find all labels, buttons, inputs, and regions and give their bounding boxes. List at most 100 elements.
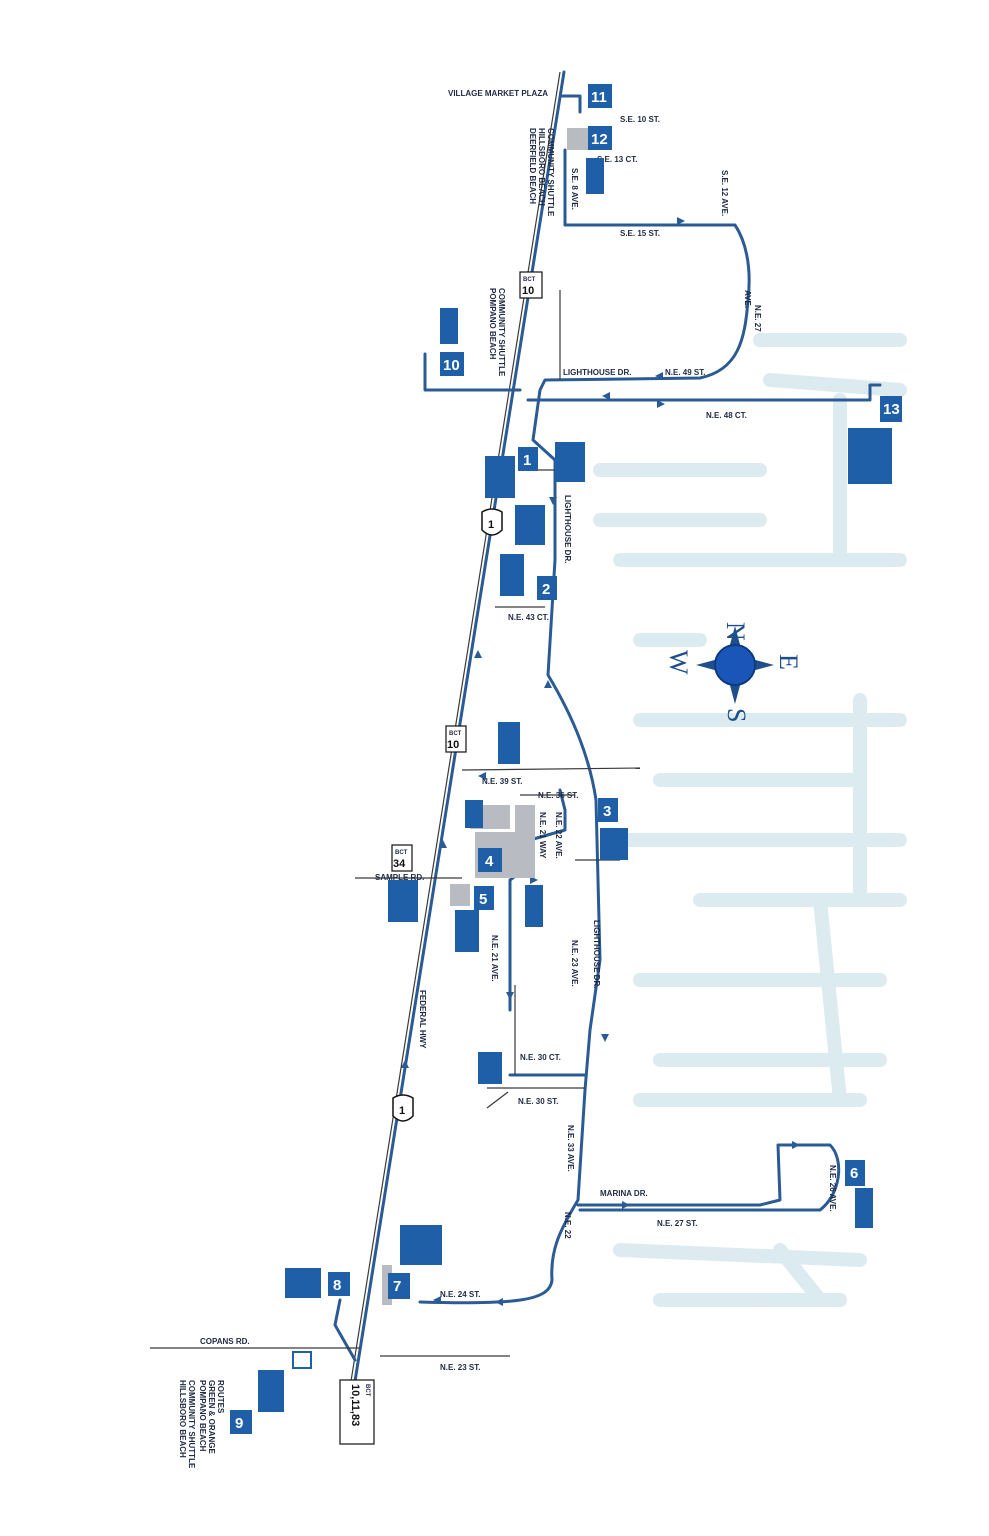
compass-n: N bbox=[721, 622, 750, 641]
pompano-bottom-route-label: POMPANO BEACH GREEN & ORANGE ROUTES bbox=[198, 1380, 225, 1454]
landmark-tag bbox=[485, 456, 515, 498]
copans-spur bbox=[333, 1298, 357, 1362]
se-8-ave-label: S.E. 8 AVE. bbox=[570, 168, 579, 210]
svg-text:HILLSBORO BEACH: HILLSBORO BEACH bbox=[537, 128, 546, 206]
village-market-spur bbox=[560, 94, 582, 114]
copans-rd-label: COPANS RD. bbox=[200, 1337, 250, 1346]
ne-27-ave-label-2: AVE. bbox=[743, 290, 752, 308]
compass-e: E bbox=[774, 654, 803, 670]
svg-text:HILLSBORO BEACH: HILLSBORO BEACH bbox=[178, 1380, 187, 1458]
svg-text:COMMUNITY SHUTTLE: COMMUNITY SHUTTLE bbox=[546, 128, 555, 217]
landmark-tag bbox=[258, 1370, 284, 1412]
svg-text:2: 2 bbox=[542, 581, 550, 598]
bct-shield-top: BCT 10 bbox=[519, 271, 543, 299]
ne-36-st-label: N.E. 36 ST. bbox=[538, 791, 578, 800]
compass-rose: N S E W bbox=[664, 622, 803, 722]
village-market-plaza-label: VILLAGE MARKET PLAZA bbox=[448, 89, 548, 98]
svg-text:5: 5 bbox=[479, 891, 487, 908]
landmark-tag bbox=[440, 308, 458, 344]
svg-text:BCT: BCT bbox=[395, 850, 408, 856]
stop-7[interactable]: 7 bbox=[388, 1273, 410, 1299]
se-10-st-label: S.E. 10 ST. bbox=[620, 115, 660, 124]
sample-rd-label: SAMPLE RD. bbox=[375, 873, 424, 882]
landmark-tag bbox=[285, 1268, 321, 1298]
svg-text:7: 7 bbox=[393, 1278, 401, 1295]
ne-30-st-label: N.E. 30 ST. bbox=[518, 1097, 558, 1106]
svg-text:1: 1 bbox=[523, 452, 531, 469]
marina-dr-loop bbox=[576, 1143, 841, 1212]
deerfield-route-label: DEERFIELD BEACH HILLSBORO BEACH COMMUNIT… bbox=[528, 128, 555, 217]
stop-4[interactable]: 4 bbox=[478, 848, 502, 872]
se-12-ave-label: S.E. 12 AVE. bbox=[720, 170, 729, 216]
landmark-tag bbox=[400, 1225, 442, 1265]
svg-text:11: 11 bbox=[591, 89, 607, 106]
ne-21-way-label: N.E. 21 WAY bbox=[538, 812, 547, 859]
ghost-street-grid bbox=[593, 333, 907, 1307]
landmark-tag bbox=[498, 722, 520, 764]
svg-text:ROUTES: ROUTES bbox=[216, 1380, 225, 1414]
stop-9[interactable]: 9 bbox=[230, 1410, 252, 1434]
ne-48-ct-route bbox=[526, 383, 882, 402]
svg-text:12: 12 bbox=[591, 131, 608, 148]
ne-48-ct-label: N.E. 48 CT. bbox=[706, 411, 747, 420]
svg-text:DEERFIELD BEACH: DEERFIELD BEACH bbox=[528, 128, 537, 204]
stop-11[interactable]: 11 bbox=[588, 84, 612, 108]
stop-8[interactable]: 8 bbox=[328, 1272, 350, 1296]
ne-23-ave-label: N.E. 23 AVE. bbox=[570, 940, 579, 987]
bct-shield-mid: BCT 10 bbox=[445, 725, 467, 753]
route-labels: DEERFIELD BEACH HILLSBORO BEACH COMMUNIT… bbox=[178, 128, 555, 1469]
landmark-tag bbox=[465, 800, 483, 828]
stop-3[interactable]: 3 bbox=[598, 798, 618, 822]
stops: 11 12 10 13 1 2 3 4 bbox=[230, 84, 902, 1434]
ne-23-st-label: N.E. 23 ST. bbox=[440, 1363, 480, 1372]
ne-22-ave-label: N.E. 22 AVE. bbox=[554, 812, 563, 859]
bct-shield-bottom: 10,11,83 BCT bbox=[339, 1379, 375, 1445]
ne-39-st-label: N.E. 39 ST. bbox=[482, 777, 522, 786]
pompano-top-route-label: POMPANO BEACH COMMUNITY SHUTTLE bbox=[488, 288, 506, 377]
stop-1[interactable]: 1 bbox=[518, 447, 538, 471]
landmark-tag bbox=[500, 554, 524, 596]
landmark-tag bbox=[515, 505, 545, 545]
stop-13[interactable]: 13 bbox=[880, 396, 902, 422]
landmark-tag bbox=[600, 828, 628, 860]
stop-5[interactable]: 5 bbox=[474, 886, 494, 910]
svg-text:GREEN & ORANGE: GREEN & ORANGE bbox=[207, 1380, 216, 1454]
ne-22-ave-south-label: N.E. 22 bbox=[563, 1212, 572, 1239]
ne-27-ave-label: N.E. 27 bbox=[753, 305, 762, 332]
svg-text:34: 34 bbox=[393, 858, 406, 870]
svg-text:BCT: BCT bbox=[523, 277, 536, 283]
compass-w: W bbox=[664, 650, 693, 675]
hillsboro-bottom-route-label: HILLSBORO BEACH COMMUNITY SHUTTLE bbox=[178, 1380, 196, 1469]
ne-43-ct-label: N.E. 43 CT. bbox=[508, 613, 549, 622]
svg-text:10: 10 bbox=[443, 357, 460, 374]
ne-21-ave-label: N.E. 21 AVE. bbox=[490, 935, 499, 982]
svg-text:POMPANO BEACH: POMPANO BEACH bbox=[198, 1380, 207, 1452]
landmark-tag bbox=[292, 1351, 312, 1369]
stop-10-spur bbox=[423, 352, 522, 392]
landmark-tag bbox=[586, 158, 604, 194]
svg-text:COMMUNITY SHUTTLE: COMMUNITY SHUTTLE bbox=[497, 288, 506, 377]
stop-6[interactable]: 6 bbox=[845, 1160, 865, 1186]
svg-text:6: 6 bbox=[850, 1165, 858, 1182]
stop-10[interactable]: 10 bbox=[440, 352, 464, 376]
lighthouse-dr-low-label: LIGHTHOUSE DR. bbox=[592, 920, 601, 988]
stop-2[interactable]: 2 bbox=[537, 576, 557, 600]
beach-route bbox=[418, 148, 751, 1305]
svg-text:10,11,83: 10,11,83 bbox=[349, 1384, 361, 1426]
ne-33-ave-label: N.E. 33 AVE. bbox=[566, 1125, 575, 1172]
landmark-tag bbox=[855, 1188, 873, 1228]
svg-text:POMPANO BEACH: POMPANO BEACH bbox=[488, 288, 497, 360]
stop-12[interactable]: 12 bbox=[588, 126, 612, 150]
landmark-tag bbox=[478, 1052, 502, 1084]
svg-text:4: 4 bbox=[485, 853, 494, 870]
lighthouse-dr-top-label: LIGHTHOUSE DR. bbox=[563, 368, 631, 377]
landmark-tag bbox=[388, 880, 418, 922]
svg-text:3: 3 bbox=[603, 803, 611, 820]
ne-24-st-label: N.E. 24 ST. bbox=[440, 1290, 480, 1299]
ne-26-ave-label: N.E. 26 AVE. bbox=[828, 1165, 837, 1212]
svg-text:9: 9 bbox=[235, 1415, 243, 1432]
us1-shield-top: 1 bbox=[481, 508, 503, 536]
landmark-tag bbox=[525, 885, 543, 927]
ne-27-st-label: N.E. 27 ST. bbox=[657, 1219, 697, 1228]
